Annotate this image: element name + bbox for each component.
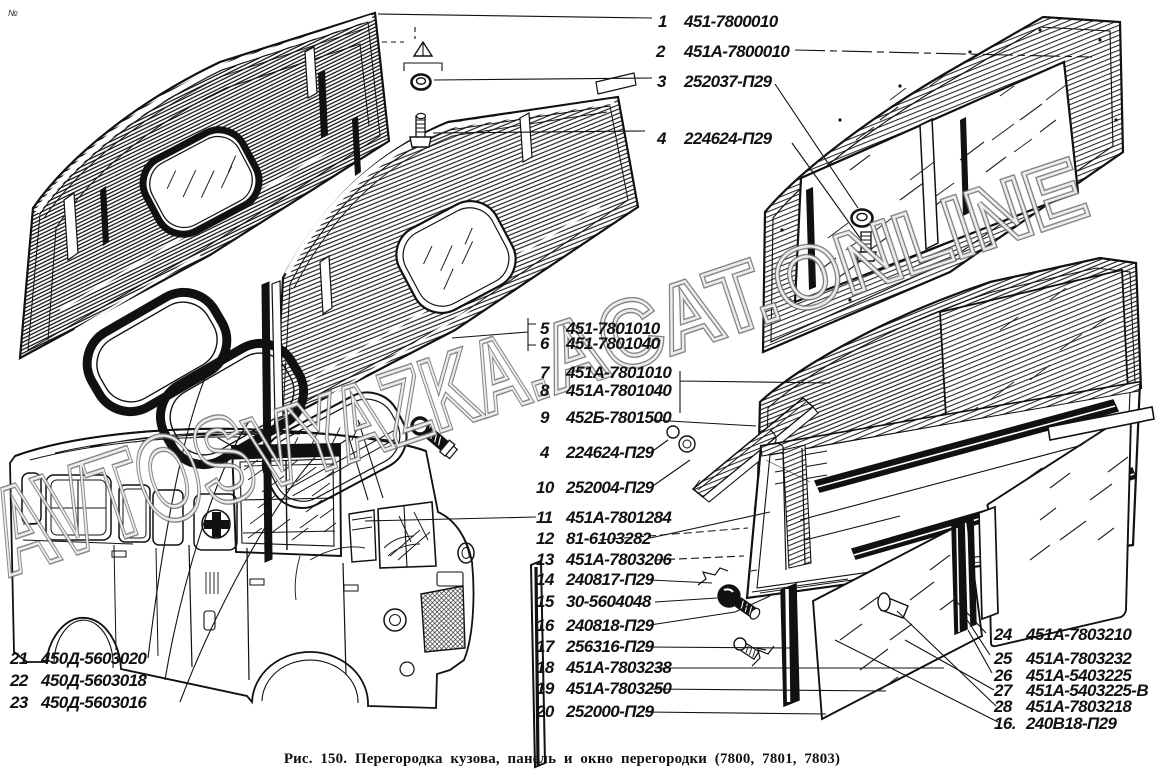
- svg-text:5: 5: [540, 319, 550, 338]
- svg-text:9: 9: [540, 408, 550, 427]
- svg-text:10: 10: [536, 478, 555, 497]
- svg-text:451А-7803218: 451А-7803218: [1025, 697, 1132, 716]
- svg-text:7: 7: [540, 363, 551, 382]
- svg-text:81-6103282: 81-6103282: [566, 529, 652, 548]
- svg-text:Рис. 150. Перегородка кузова,: Рис. 150. Перегородка кузова, панель и о…: [284, 751, 840, 767]
- svg-text:252004-П29: 252004-П29: [565, 478, 655, 497]
- svg-text:450Д-5603016: 450Д-5603016: [40, 693, 147, 712]
- svg-text:252000-П29: 252000-П29: [565, 702, 655, 721]
- svg-text:451А-7801010: 451А-7801010: [565, 363, 672, 382]
- svg-text:2: 2: [655, 42, 666, 61]
- svg-text:25: 25: [993, 649, 1013, 668]
- svg-text:18: 18: [536, 658, 555, 677]
- svg-text:451-7801010: 451-7801010: [565, 319, 661, 338]
- svg-text:12: 12: [536, 529, 555, 548]
- svg-text:30-5604048: 30-5604048: [566, 592, 652, 611]
- svg-text:6: 6: [540, 334, 550, 353]
- svg-text:240В18-П29: 240В18-П29: [1025, 714, 1117, 733]
- svg-text:240818-П29: 240818-П29: [565, 616, 655, 635]
- svg-text:451А-7803206: 451А-7803206: [565, 550, 672, 569]
- svg-text:451А-7803232: 451А-7803232: [1025, 649, 1132, 668]
- svg-text:11: 11: [536, 508, 553, 527]
- svg-text:451А-7803238: 451А-7803238: [565, 658, 672, 677]
- svg-text:13: 13: [536, 550, 555, 569]
- svg-text:224624-П29: 224624-П29: [565, 443, 655, 462]
- svg-text:224624-П29: 224624-П29: [683, 129, 773, 148]
- svg-text:4: 4: [539, 443, 550, 462]
- svg-text:21: 21: [9, 649, 28, 668]
- svg-text:16: 16: [536, 616, 555, 635]
- svg-text:28: 28: [993, 697, 1013, 716]
- svg-text:27: 27: [993, 681, 1014, 700]
- svg-text:451А-7803250: 451А-7803250: [565, 679, 672, 698]
- svg-text:451А-5403225-В: 451А-5403225-В: [1025, 681, 1148, 700]
- svg-text:№: №: [8, 8, 18, 18]
- svg-text:450Д-5603018: 450Д-5603018: [40, 671, 147, 690]
- svg-text:17: 17: [536, 637, 556, 656]
- svg-text:450Д-5603020: 450Д-5603020: [40, 649, 147, 668]
- svg-text:451-7801040: 451-7801040: [565, 334, 661, 353]
- svg-text:451А-7800010: 451А-7800010: [683, 42, 790, 61]
- svg-text:240817-П29: 240817-П29: [565, 570, 655, 589]
- svg-text:451А-7801040: 451А-7801040: [565, 381, 672, 400]
- svg-text:24: 24: [993, 625, 1013, 644]
- svg-text:451А-5403225: 451А-5403225: [1025, 666, 1132, 685]
- svg-text:451А-7801284: 451А-7801284: [565, 508, 672, 527]
- svg-text:452Б-7801500: 452Б-7801500: [565, 408, 672, 427]
- svg-text:23: 23: [9, 693, 29, 712]
- svg-text:8: 8: [540, 381, 550, 400]
- svg-text:19: 19: [536, 679, 555, 698]
- svg-text:15: 15: [536, 592, 555, 611]
- svg-text:451А-7803210: 451А-7803210: [1025, 625, 1132, 644]
- svg-text:20: 20: [535, 702, 555, 721]
- svg-text:22: 22: [9, 671, 29, 690]
- svg-text:1: 1: [658, 12, 667, 31]
- svg-text:252037-П29: 252037-П29: [683, 72, 773, 91]
- svg-text:16.: 16.: [994, 714, 1016, 733]
- svg-text:26: 26: [993, 666, 1013, 685]
- svg-text:4: 4: [656, 129, 667, 148]
- svg-text:3: 3: [657, 72, 667, 91]
- svg-text:256316-П29: 256316-П29: [565, 637, 655, 656]
- svg-text:14: 14: [536, 570, 555, 589]
- svg-text:451-7800010: 451-7800010: [683, 12, 779, 31]
